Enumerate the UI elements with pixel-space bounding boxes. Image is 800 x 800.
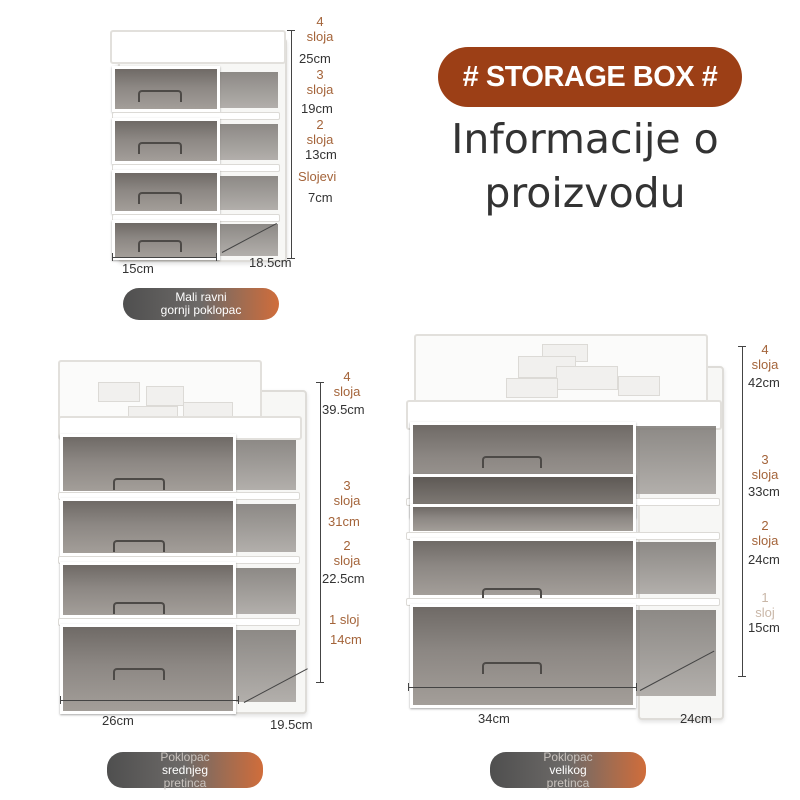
medium-height-1: 14cm [330,632,362,647]
small-storage-box-image [108,28,288,263]
title-line-2: proizvodu [484,169,686,217]
small-label-pill: Mali ravni gornji poklopac [123,288,279,320]
large-height-3: 33cm [748,484,780,499]
large-height-4: 42cm [748,375,780,390]
large-width: 34cm [478,711,510,726]
medium-label-pill: Poklopac srednjeg pretinca [107,750,263,789]
page-title: Informacije o proizvodu [420,112,750,220]
small-height-1: 7cm [308,190,333,205]
title-line-1: Informacije o [451,115,719,163]
medium-storage-box-image [58,360,310,720]
storage-box-tag: # STORAGE BOX # [438,47,742,107]
large-depth: 24cm [680,711,712,726]
small-depth: 18.5cm [249,255,292,270]
small-height-4: 25cm [299,51,331,66]
large-label-pill: Poklopac velikog pretinca [490,750,646,789]
medium-height-4: 39.5cm [322,402,365,417]
small-width: 15cm [122,261,154,276]
large-height-1: 15cm [748,620,780,635]
large-height-2: 24cm [748,552,780,567]
small-layer-1: Slojevi [298,169,337,184]
small-height-2: 13cm [305,147,337,162]
medium-height-2: 22.5cm [322,571,365,586]
small-height-3: 19cm [301,101,333,116]
medium-width: 26cm [102,713,134,728]
medium-depth: 19.5cm [270,717,313,732]
medium-height-3: 31cm [328,514,360,529]
large-storage-box-image [406,326,724,722]
medium-layer-1: 1 sloj [329,612,360,627]
